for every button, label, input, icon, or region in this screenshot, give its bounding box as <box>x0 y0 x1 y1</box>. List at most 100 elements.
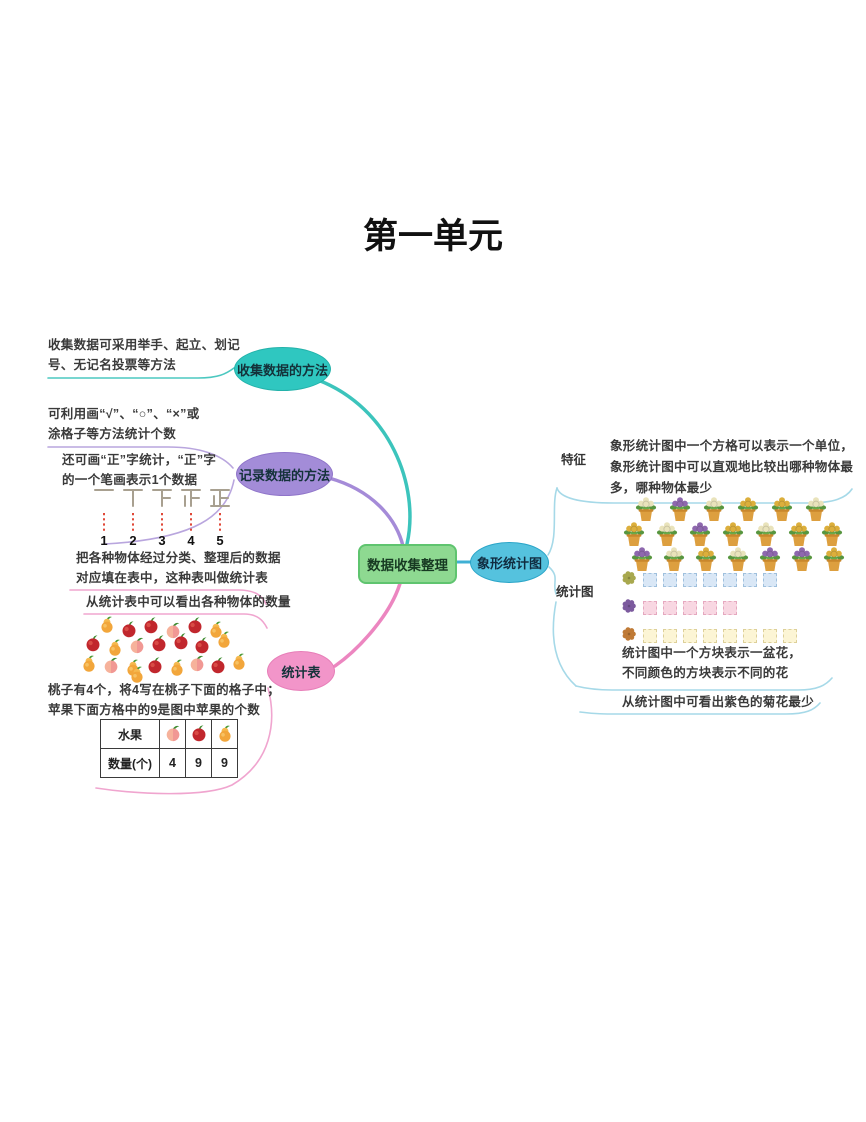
pictograph-square <box>743 573 757 587</box>
pictograph-row-purple <box>621 598 861 619</box>
qty-pear: 9 <box>211 748 238 778</box>
apple-icon <box>193 636 211 654</box>
pictograph-square <box>763 573 777 587</box>
peach-icon <box>102 656 120 674</box>
apple-icon <box>209 656 227 674</box>
stats-table-note-3: 桃子有4个，将4写在桃子下面的格子中；苹果下面方格中的9是图中苹果的个数 <box>48 683 281 717</box>
orange-flower-icon <box>621 626 637 647</box>
peach-icon <box>128 636 146 654</box>
pear-icon <box>98 615 116 633</box>
tally-count: 2 <box>129 533 137 548</box>
pictograph-square <box>743 629 757 643</box>
peach-icon <box>159 719 186 749</box>
node-record-methods-label: 记录数据的方法 <box>238 467 330 483</box>
tally-mark-5: 5 <box>208 486 232 548</box>
pictograph-square <box>703 629 717 643</box>
pear-icon <box>128 665 146 683</box>
tally-count: 1 <box>100 533 108 548</box>
purple-flower-icon <box>621 598 637 619</box>
page-title: 第一单元 <box>362 217 503 256</box>
pear-icon <box>230 652 248 670</box>
pictograph-square <box>683 573 697 587</box>
flower-pot-yellow-icon <box>787 520 811 547</box>
flower-pot-cream-icon <box>702 495 726 522</box>
pictograph-row-yellow-green <box>621 570 861 591</box>
pictograph-square <box>663 601 677 615</box>
pictograph-square <box>683 601 697 615</box>
pear-icon <box>80 654 98 672</box>
node-pictograph: 象形统计图 <box>470 542 549 583</box>
central-topic: 数据收集整理 <box>358 544 457 584</box>
stats-table-note-1: 把各种物体经过分类、整理后的数据对应填在表中，这种表叫做统计表 <box>76 551 281 585</box>
central-topic-label: 数据收集整理 <box>367 558 448 573</box>
branch-line-table <box>333 578 403 668</box>
pictograph-square <box>643 601 657 615</box>
apple-icon <box>186 616 204 634</box>
apple-icon <box>185 719 212 749</box>
flower-pot-yellow-icon <box>770 495 794 522</box>
pictograph-chart-note-1: 统计图中一个方块表示一盆花，不同颜色的方块表示不同的花 <box>622 646 802 680</box>
flower-pot-cream-icon <box>726 545 750 572</box>
flower-pot-cream-icon <box>804 495 828 522</box>
apple-icon <box>84 634 102 652</box>
flower-pot-cream-icon <box>754 520 778 547</box>
collect-methods-note: 收集数据可采用举手、起立、划记号、无记名投票等方法 <box>48 338 241 372</box>
pictograph-square <box>643 573 657 587</box>
flower-pot-purple-icon <box>668 495 692 522</box>
pictograph-square <box>723 629 737 643</box>
apple-icon <box>120 620 138 638</box>
branch-line-collect <box>316 378 412 546</box>
flower-pot-purple-icon <box>630 545 654 572</box>
pictograph-square <box>703 573 717 587</box>
pictograph-row-orange <box>621 626 861 647</box>
node-collect-methods-label: 收集数据的方法 <box>236 362 328 378</box>
apple-icon <box>142 616 160 634</box>
pictograph-square <box>663 573 677 587</box>
pictograph-square <box>783 629 797 643</box>
pictograph-rows <box>621 570 861 656</box>
tally-mark-3: 3 <box>150 486 174 548</box>
stats-table-note-2: 从统计表中可以看出各种物体的数量 <box>86 595 291 609</box>
node-collect-methods: 收集数据的方法 <box>234 347 331 391</box>
fruit-stats-table: 水果 数量(个) 4 9 9 <box>100 719 238 778</box>
yellow-green-flower-icon <box>621 570 637 591</box>
pear-icon <box>207 620 225 638</box>
qty-peach: 4 <box>159 748 186 778</box>
pictograph-square <box>683 629 697 643</box>
flower-pot-yellow-icon <box>721 520 745 547</box>
pictograph-square <box>723 601 737 615</box>
tally-mark-2: 2 <box>121 486 145 548</box>
pictograph-square <box>643 629 657 643</box>
apple-icon <box>150 634 168 652</box>
tally-count: 3 <box>158 533 166 548</box>
pear-icon <box>211 719 238 749</box>
flower-pot-purple-icon <box>758 545 782 572</box>
table-header-quantity: 数量(个) <box>100 748 160 778</box>
peach-icon <box>188 654 206 672</box>
node-record-methods: 记录数据的方法 <box>236 452 333 496</box>
qty-apple: 9 <box>185 748 212 778</box>
flower-pot-cream-icon <box>662 545 686 572</box>
pear-icon <box>106 638 124 656</box>
table-header-fruit: 水果 <box>100 719 160 749</box>
flower-pot-yellow-icon <box>736 495 760 522</box>
tally-count: 5 <box>216 533 224 548</box>
pictograph-square <box>703 601 717 615</box>
pictograph-square <box>723 573 737 587</box>
node-pictograph-label: 象形统计图 <box>476 556 542 571</box>
table-row: 数量(个) 4 9 9 <box>100 748 238 778</box>
pear-icon <box>215 630 233 648</box>
table-row: 水果 <box>100 719 238 749</box>
tally-count: 4 <box>187 533 195 548</box>
flower-pot-yellow-icon <box>822 545 846 572</box>
branch-line-record <box>327 476 405 548</box>
flower-pot-purple-icon <box>688 520 712 547</box>
pictograph-square <box>663 629 677 643</box>
record-methods-note-2: 还可画“正”字统计，“正”字的一个笔画表示1个数据 <box>62 453 217 487</box>
flower-pots-image <box>622 495 862 573</box>
apple-icon <box>146 656 164 674</box>
flower-pot-cream-icon <box>655 520 679 547</box>
pictograph-feature-note: 象形统计图中一个方格可以表示一个单位，象形统计图中可以直观地比较出哪种物体最多，… <box>610 439 854 495</box>
node-stats-table-label: 统计表 <box>281 664 321 680</box>
